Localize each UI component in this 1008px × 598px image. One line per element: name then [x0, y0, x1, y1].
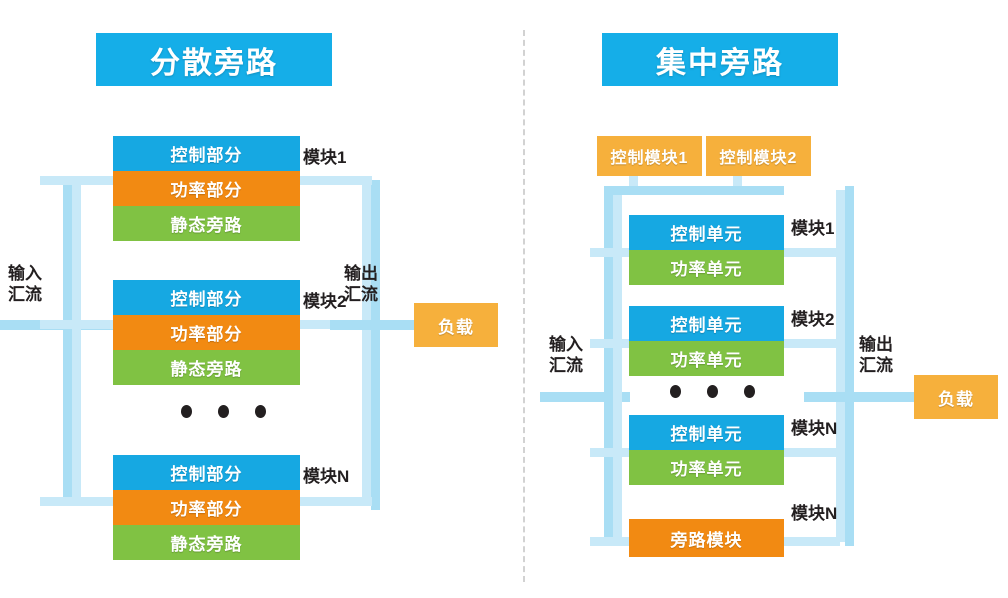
- right-module-1-row-control: 控制单元: [629, 215, 784, 250]
- left-module-1-row-power: 功率部分: [113, 171, 300, 206]
- left-module-n[interactable]: 控制部分 功率部分 静态旁路: [113, 455, 300, 560]
- right-output-stub-module-1: [780, 248, 840, 257]
- right-control-module-2[interactable]: 控制模块2: [706, 136, 811, 176]
- left-input-bus-label: 输入 汇流: [8, 264, 42, 304]
- left-module-n-row-power: 功率部分: [113, 490, 300, 525]
- left-module-n-tag: 模块N: [303, 467, 350, 486]
- right-bypass-module-tag: 模块N: [791, 504, 838, 523]
- right-output-riser: [836, 190, 845, 542]
- ellipsis-dot: [255, 405, 266, 418]
- left-output-riser: [362, 176, 371, 502]
- left-module-1-row-control: 控制部分: [113, 136, 300, 171]
- left-panel: 分散旁路 控制部分 功率部分 静态旁路 模块1 控制部分 功率部分: [0, 33, 498, 560]
- right-control-module-2-drop: [733, 176, 742, 192]
- left-output-stub-module-1: [280, 176, 372, 185]
- right-input-bus-vertical: [604, 186, 613, 546]
- right-module-1-tag: 模块1: [791, 219, 835, 238]
- right-module-2-tag: 模块2: [791, 310, 835, 329]
- left-output-bus-vertical: [371, 180, 380, 510]
- left-input-stub-module-n: [40, 497, 160, 506]
- right-input-riser: [613, 190, 622, 542]
- right-input-stub-module-2: [590, 339, 650, 348]
- left-input-stub-module-1: [40, 176, 160, 185]
- right-module-n-row-power: 功率单元: [629, 450, 784, 485]
- right-module-n-tag: 模块N: [791, 419, 838, 438]
- left-module-n-row-bypass: 静态旁路: [113, 525, 300, 560]
- left-output-bus-feed: [330, 320, 440, 330]
- right-control-module-1-drop: [629, 176, 638, 192]
- left-output-stub-module-n: [280, 497, 372, 506]
- right-output-bus-vertical: [845, 186, 854, 546]
- left-module-1-row-bypass: 静态旁路: [113, 206, 300, 241]
- right-output-bus-feed: [804, 392, 914, 402]
- left-load-box[interactable]: 负载: [414, 303, 498, 347]
- left-input-stub-module-2: [40, 320, 160, 329]
- right-control-bus-horizontal: [604, 186, 784, 195]
- right-output-stub-bypass: [780, 537, 840, 546]
- right-control-module-1[interactable]: 控制模块1: [597, 136, 702, 176]
- right-module-1[interactable]: 控制单元 功率单元: [629, 215, 784, 285]
- left-module-2[interactable]: 控制部分 功率部分 静态旁路: [113, 280, 300, 385]
- right-module-n[interactable]: 控制单元 功率单元: [629, 415, 784, 485]
- right-module-1-row-power: 功率单元: [629, 250, 784, 285]
- left-module-2-tag: 模块2: [303, 292, 347, 311]
- left-module-n-row-control: 控制部分: [113, 455, 300, 490]
- right-panel: 集中旁路 控制模块1 控制模块2 控制单元 功率单元: [504, 0, 1008, 598]
- right-input-stub-module-n: [590, 448, 650, 457]
- right-module-n-row-control: 控制单元: [629, 415, 784, 450]
- ellipsis-dot: [707, 385, 718, 398]
- right-output-bus-label: 输出 汇流: [859, 335, 893, 375]
- left-module-2-row-bypass: 静态旁路: [113, 350, 300, 385]
- right-panel-title: 集中旁路: [602, 33, 838, 86]
- right-bypass-module[interactable]: 旁路模块: [629, 519, 784, 557]
- left-output-bus-label: 输出 汇流: [344, 264, 378, 304]
- ellipsis-dot: [218, 405, 229, 418]
- ellipsis-dot: [181, 405, 192, 418]
- right-input-bus-label: 输入 汇流: [549, 335, 583, 375]
- right-load-box[interactable]: 负载: [914, 375, 998, 419]
- left-modules-ellipsis: [181, 405, 266, 418]
- left-input-bus-vertical: [63, 176, 72, 506]
- left-module-2-row-power: 功率部分: [113, 315, 300, 350]
- right-output-stub-module-n: [780, 448, 840, 457]
- right-module-2-row-control: 控制单元: [629, 306, 784, 341]
- left-module-1[interactable]: 控制部分 功率部分 静态旁路: [113, 136, 300, 241]
- left-input-riser: [72, 180, 81, 502]
- right-input-bus-feed: [540, 392, 630, 402]
- right-input-stub-bypass: [590, 537, 650, 546]
- left-output-stub-module-2: [280, 320, 372, 329]
- right-output-stub-module-2: [780, 339, 840, 348]
- right-modules-ellipsis: [670, 385, 755, 398]
- panel-divider: [523, 30, 525, 582]
- left-module-1-tag: 模块1: [303, 148, 347, 167]
- left-module-2-row-control: 控制部分: [113, 280, 300, 315]
- right-module-2-row-power: 功率单元: [629, 341, 784, 376]
- right-module-2[interactable]: 控制单元 功率单元: [629, 306, 784, 376]
- left-panel-title: 分散旁路: [96, 33, 332, 86]
- right-input-stub-module-1: [590, 248, 650, 257]
- ellipsis-dot: [744, 385, 755, 398]
- ellipsis-dot: [670, 385, 681, 398]
